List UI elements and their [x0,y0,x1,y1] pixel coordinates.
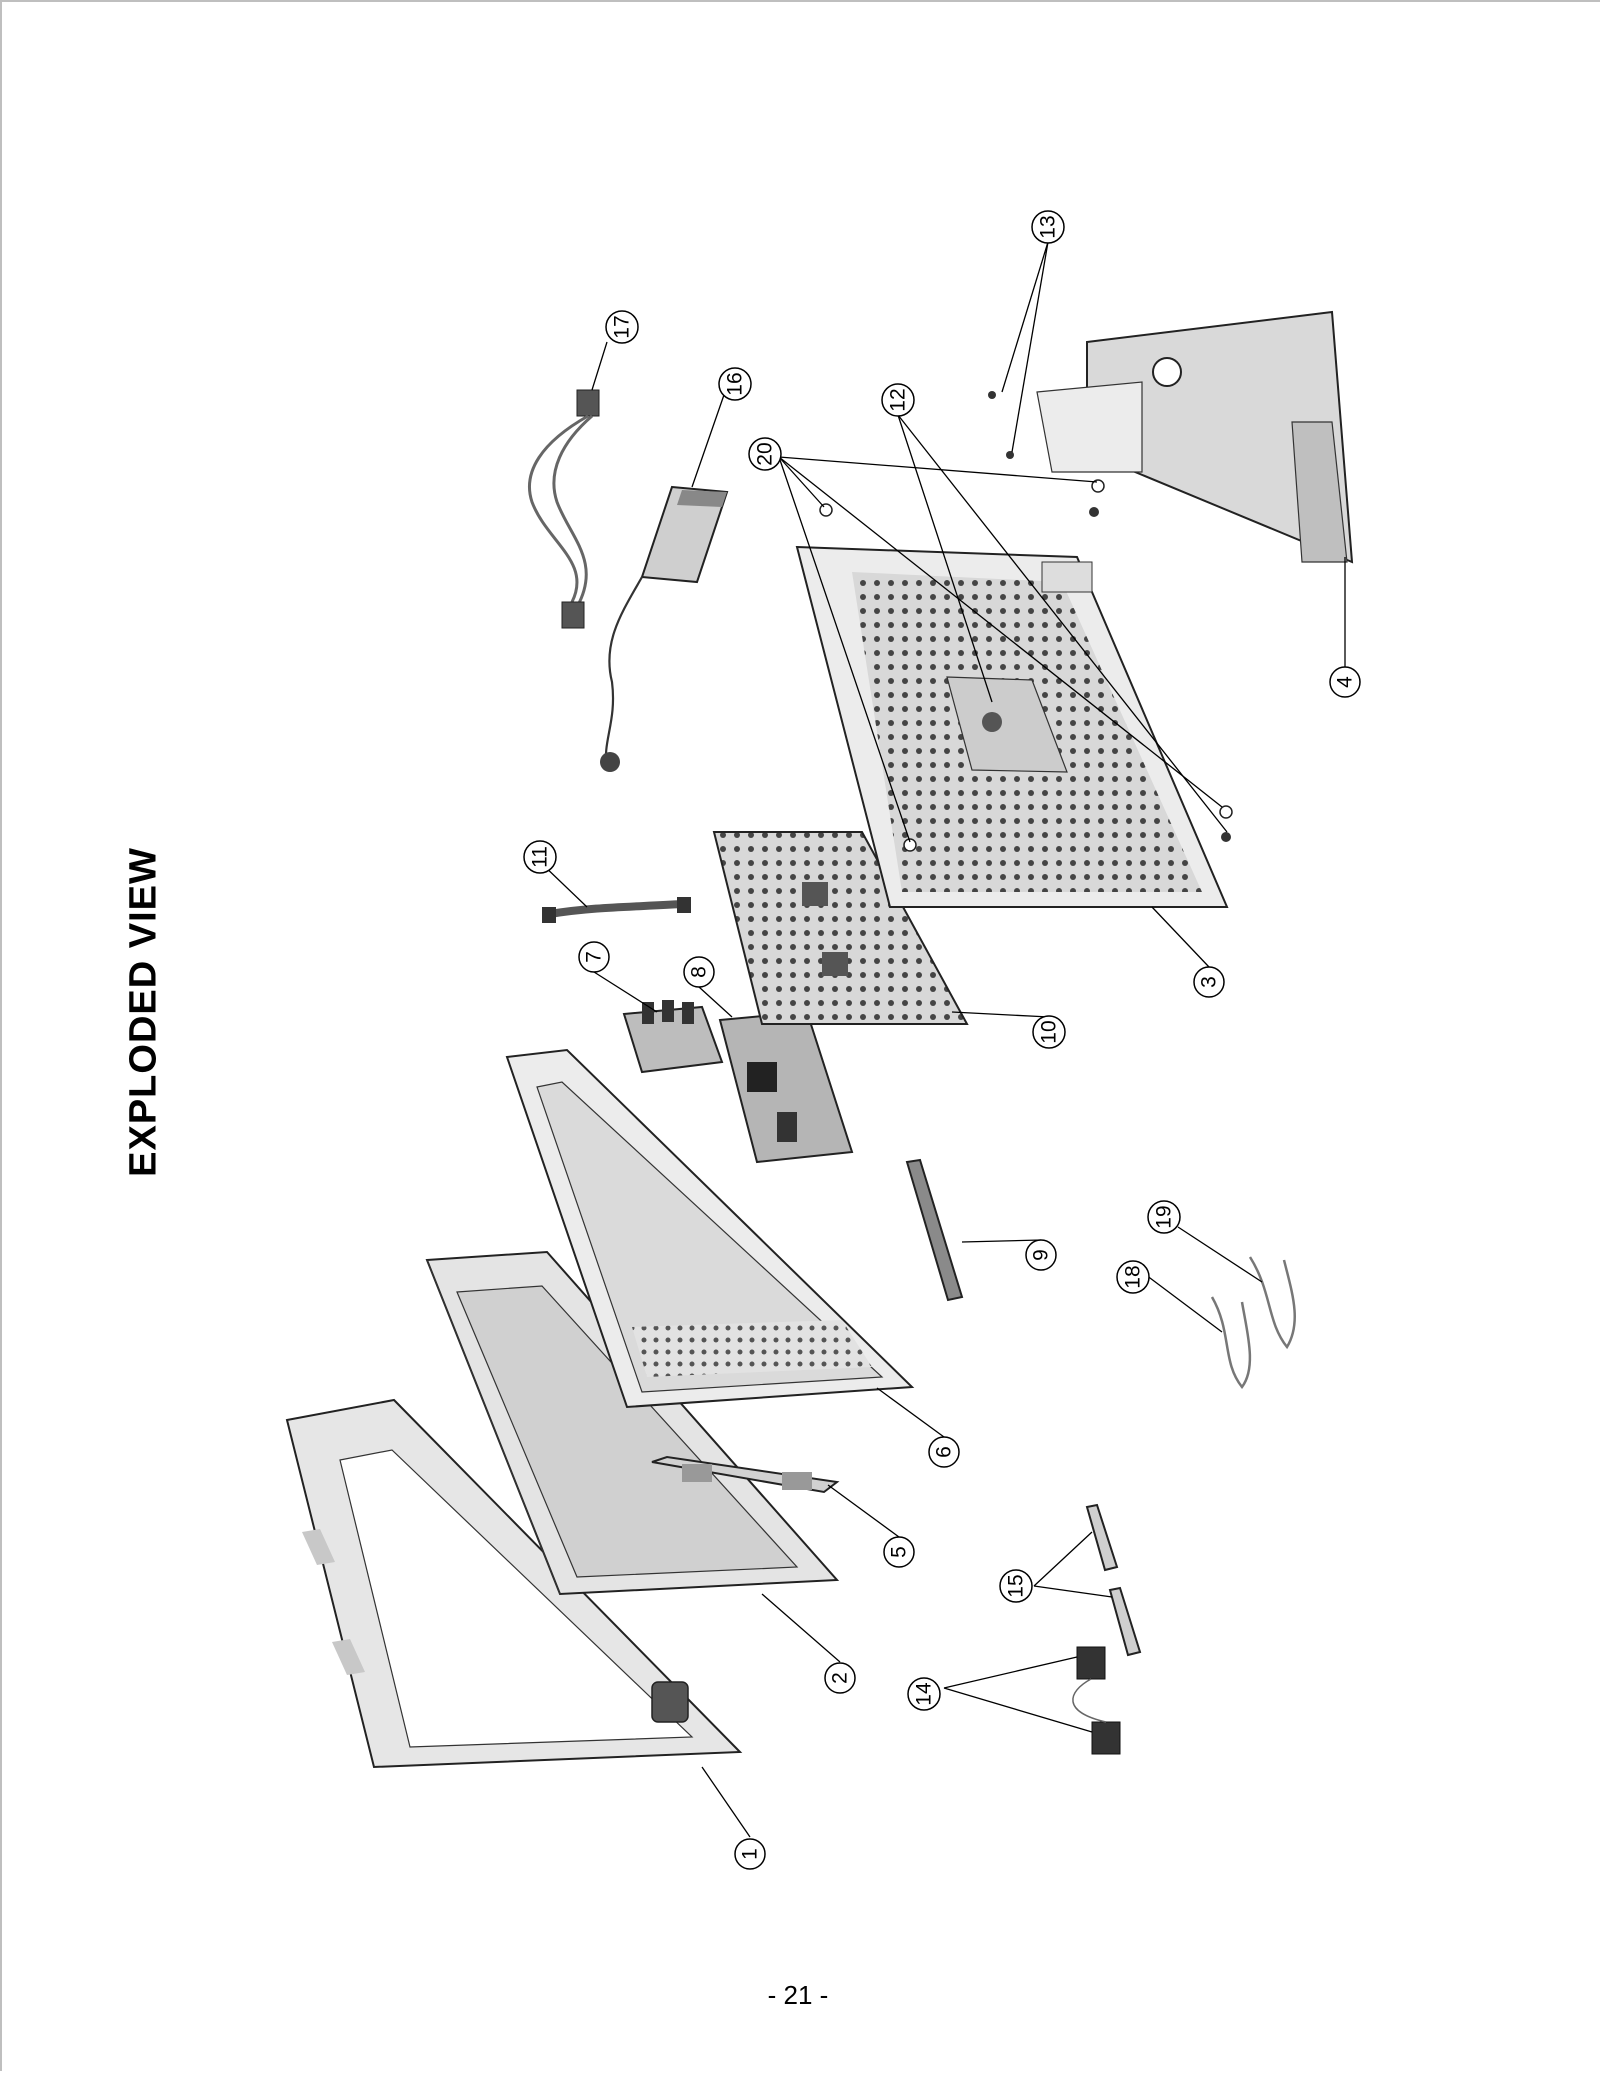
callout-9: 9 [1025,1239,1057,1271]
callout-7: 7 [578,941,610,973]
callout-15: 15 [999,1569,1033,1603]
callout-3: 3 [1193,966,1225,998]
callout-17: 17 [605,310,639,344]
callout-leaders [539,241,1346,1838]
callout-label: 18 [1122,1265,1145,1288]
part-speakers [1072,1646,1121,1755]
callout-label: 2 [829,1672,852,1684]
callout-label: 7 [583,951,606,963]
callout-5: 5 [883,1536,915,1568]
callout-label: 5 [888,1546,911,1558]
callout-label: 13 [1037,215,1060,238]
callout-12: 12 [881,383,915,417]
callout-label: 4 [1334,676,1357,688]
callout-label: 1 [739,1848,762,1860]
part-stand [1036,310,1354,564]
part-shield-cover [712,831,969,1025]
callout-16: 16 [718,367,752,401]
part-front-bezel [285,1398,743,1769]
callout-13: 13 [1031,210,1065,244]
callout-6: 6 [928,1436,960,1468]
callout-label: 15 [1005,1574,1028,1597]
callout-label: 11 [529,846,552,868]
part-bracket [905,1158,964,1302]
callout-label: 19 [1153,1205,1176,1228]
page-number: - 21 - [767,1980,829,2010]
callout-label: 9 [1030,1249,1053,1261]
part-main-board [718,1010,854,1164]
callout-label: 8 [688,966,711,978]
part-rear-cover [795,545,1229,908]
callout-18: 18 [1116,1260,1150,1294]
callout-11: 11 [523,840,557,874]
part-av-cables [1210,1256,1296,1390]
part-power-cord [527,389,600,629]
callout-8: 8 [683,956,715,988]
part-inverter-board [651,1455,840,1494]
part-lvds-cable [542,897,691,923]
callout-14: 14 [907,1677,941,1711]
part-interface-board [622,1000,724,1074]
callout-4: 4 [1329,666,1361,698]
callout-label: 3 [1198,976,1221,988]
callout-10: 10 [1032,1015,1066,1049]
callout-label: 16 [724,372,747,395]
callout-label: 10 [1038,1020,1061,1043]
callout-label: 20 [754,442,777,465]
callout-label: 6 [933,1446,956,1458]
callout-label: 12 [887,388,910,411]
part-main-chassis [505,1048,915,1409]
part-lcd-panel [425,1250,840,1596]
callout-2: 2 [824,1662,856,1694]
part-screws [819,391,1233,852]
callout-19: 19 [1147,1200,1181,1234]
part-power-adapter [600,485,729,772]
callout-20: 20 [748,437,782,471]
part-speaker-brackets [1085,1503,1142,1657]
callout-label: 17 [611,315,634,338]
callout-label: 14 [913,1682,936,1706]
callout-1: 1 [734,1838,766,1870]
